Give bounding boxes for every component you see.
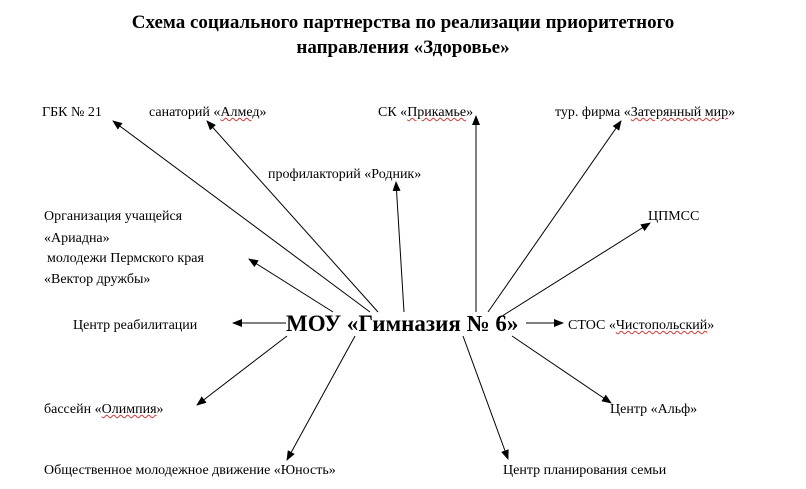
partner-stos-chistopolsky: СТОС «Чистопольский» (568, 317, 714, 334)
partner-sanatorium-almed: санаторий «Алмед» (149, 104, 266, 121)
partner-center-alf: Центр «Альф» (610, 402, 698, 417)
arrow-to-gbk-21 (112, 120, 371, 313)
diagram-title-line-1: Схема социального партнерства по реализа… (131, 12, 675, 33)
arrow-to-ariadna-vektor (248, 258, 334, 313)
arrow-to-family-planning (462, 335, 509, 460)
pool-name: Олимпия (101, 402, 157, 417)
partner-sk-prikamye: СК «Прикамье» (378, 104, 473, 121)
arrow-to-sanatorium-almed (206, 120, 379, 313)
partner-pool-olympia: бассейн «Олимпия» (44, 401, 164, 418)
partner-vektor-line-2: «Вектор дружбы» (44, 272, 151, 287)
arrow-to-profilactory-rodnik (392, 181, 405, 313)
sanatorium-suffix: » (259, 105, 267, 120)
tour-prefix: тур. фирма « (555, 105, 631, 120)
partner-yunost-movement: Общественное молодежное движение «Юность… (44, 463, 336, 478)
arrow-to-yunost (286, 335, 356, 461)
tour-name: Затерянный мир (630, 105, 729, 120)
partner-profilactory-rodnik: профилакторий «Родник» (268, 167, 422, 182)
stos-prefix: СТОС « (568, 318, 616, 333)
sanatorium-name: Алмед (220, 105, 260, 120)
arrow-to-pool-olympia (196, 335, 288, 406)
sk-prefix: СК « (378, 105, 408, 120)
sanatorium-prefix: санаторий « (149, 105, 221, 120)
sk-suffix: » (466, 105, 474, 120)
partner-ariadna-line-1: Организация учащейся (44, 209, 183, 224)
stos-name: Чистопольский (615, 318, 708, 333)
sk-name: Прикамье (407, 105, 467, 120)
pool-prefix: бассейн « (44, 402, 102, 417)
stos-suffix: » (707, 318, 715, 333)
diagram-title-line-2: направления «Здоровье» (296, 37, 510, 58)
partner-gbk-21: ГБК № 21 (42, 105, 102, 120)
partner-rehab-center: Центр реабилитации (73, 318, 198, 333)
partner-family-planning-center: Центр планирования семьи (503, 463, 667, 478)
partner-tour-firm: тур. фирма «Затерянный мир» (555, 104, 735, 121)
arrow-to-tour-firm (487, 120, 622, 313)
partner-cpmss: ЦПМСС (648, 209, 700, 224)
arrow-to-center-alf (511, 335, 612, 404)
pool-suffix: » (156, 402, 164, 417)
center-node-gymnasium-6: МОУ «Гимназия № 6» (286, 311, 519, 336)
partner-vektor-line-1: молодежи Пермского края (47, 251, 204, 266)
tour-suffix: » (728, 105, 736, 120)
arrow-to-cpmss (498, 222, 651, 319)
partner-ariadna-line-2: «Ариадна» (44, 231, 110, 246)
